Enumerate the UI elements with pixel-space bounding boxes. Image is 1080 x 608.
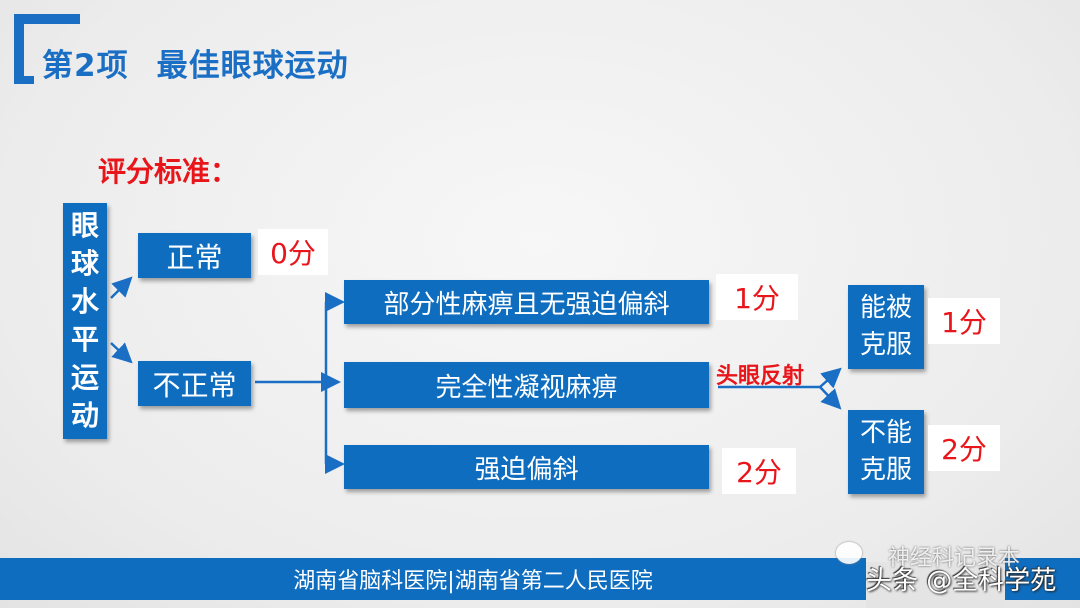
root-char: 平 <box>70 323 99 356</box>
node-label-line: 不能 <box>859 418 912 448</box>
footer-bar <box>0 558 866 600</box>
root-char: 动 <box>70 399 99 432</box>
footer-text: 湖南省脑科医院|湖南省第二人民医院 <box>293 569 653 594</box>
footer-bar-right <box>1005 558 1080 600</box>
score-can-overcome: 1分 <box>928 298 1000 344</box>
title-bracket-decoration <box>14 14 80 84</box>
title-text: 最佳眼球运动 <box>156 48 349 84</box>
node-abnormal: 不正常 <box>138 361 251 406</box>
node-complete-gaze-palsy: 完全性凝视麻痹 <box>344 362 709 408</box>
node-forced-deviation: 强迫偏斜 <box>344 445 709 489</box>
root-char: 眼 <box>70 209 99 242</box>
page-title: 第2项最佳眼球运动 <box>42 40 349 85</box>
score-normal: 0分 <box>258 229 328 275</box>
node-normal: 正常 <box>138 233 251 278</box>
root-char: 球 <box>70 247 99 280</box>
wechat-icon <box>836 542 862 564</box>
node-cannot-overcome: 不能 克服 <box>848 410 924 494</box>
score-partial-palsy: 1分 <box>716 274 798 320</box>
footer-gap <box>866 562 1005 608</box>
item-number: 第2项 <box>42 48 129 84</box>
root-char: 运 <box>70 361 99 394</box>
node-label-line: 克服 <box>859 455 912 485</box>
node-label-line: 能被 <box>859 293 912 323</box>
node-can-overcome: 能被 克服 <box>848 285 924 369</box>
score-forced-deviation: 2分 <box>722 448 796 494</box>
watermark-line2: 头条 @全科学苑 <box>866 566 1057 596</box>
node-partial-palsy: 部分性麻痹且无强迫偏斜 <box>344 280 709 324</box>
criteria-label: 评分标准： <box>98 155 239 188</box>
oculocephalic-reflex-label: 头眼反射 <box>716 364 805 389</box>
root-node-eye-horizontal-movement: 眼 球 水 平 运 动 <box>63 203 107 439</box>
score-cannot-overcome: 2分 <box>928 425 1000 471</box>
root-char: 水 <box>70 285 99 318</box>
watermark-line1: 神经科记录本 <box>888 546 1021 571</box>
node-label-line: 克服 <box>859 330 912 360</box>
